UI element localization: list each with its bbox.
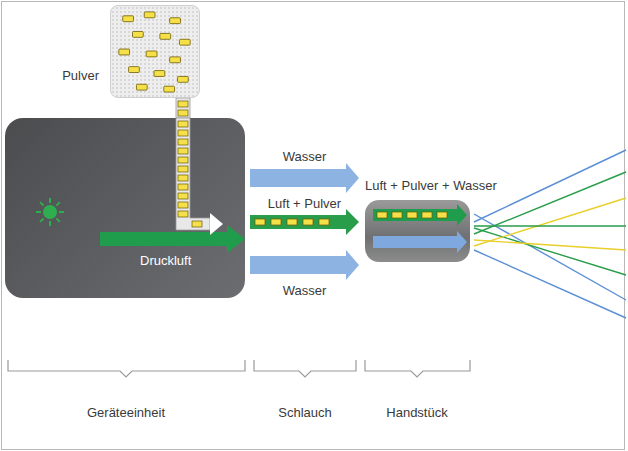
compressor-icon (36, 198, 64, 226)
brackets (8, 360, 470, 377)
spray-fan (474, 150, 626, 318)
device-unit: Druckluft (5, 118, 245, 298)
handpiece-channels (373, 204, 467, 253)
water-line (250, 163, 359, 193)
handpiece-art (365, 200, 470, 262)
edge-label: Wasser (283, 283, 327, 298)
node-label: Druckluft (140, 253, 191, 268)
powder-feed (176, 98, 190, 118)
section-label: Handstück (386, 405, 447, 420)
air-powder-line (250, 209, 359, 235)
edge-label: Wasser (283, 149, 327, 164)
water-line (250, 250, 359, 280)
section-label: Geräteeinheit (87, 405, 165, 420)
node-label: Luft + Pulver + Wasser (365, 178, 497, 193)
powder-chute (176, 118, 223, 235)
air-arrow (100, 225, 245, 253)
device-unit-art (5, 118, 245, 298)
section-label: Schlauch (278, 405, 331, 420)
powder-container: Pulver (110, 5, 200, 98)
handpiece: Luft + Pulver + Wasser (365, 200, 470, 262)
powder-container-art (111, 6, 199, 97)
node-label: Pulver (62, 68, 99, 83)
edge-label: Luft + Pulver (268, 196, 341, 211)
